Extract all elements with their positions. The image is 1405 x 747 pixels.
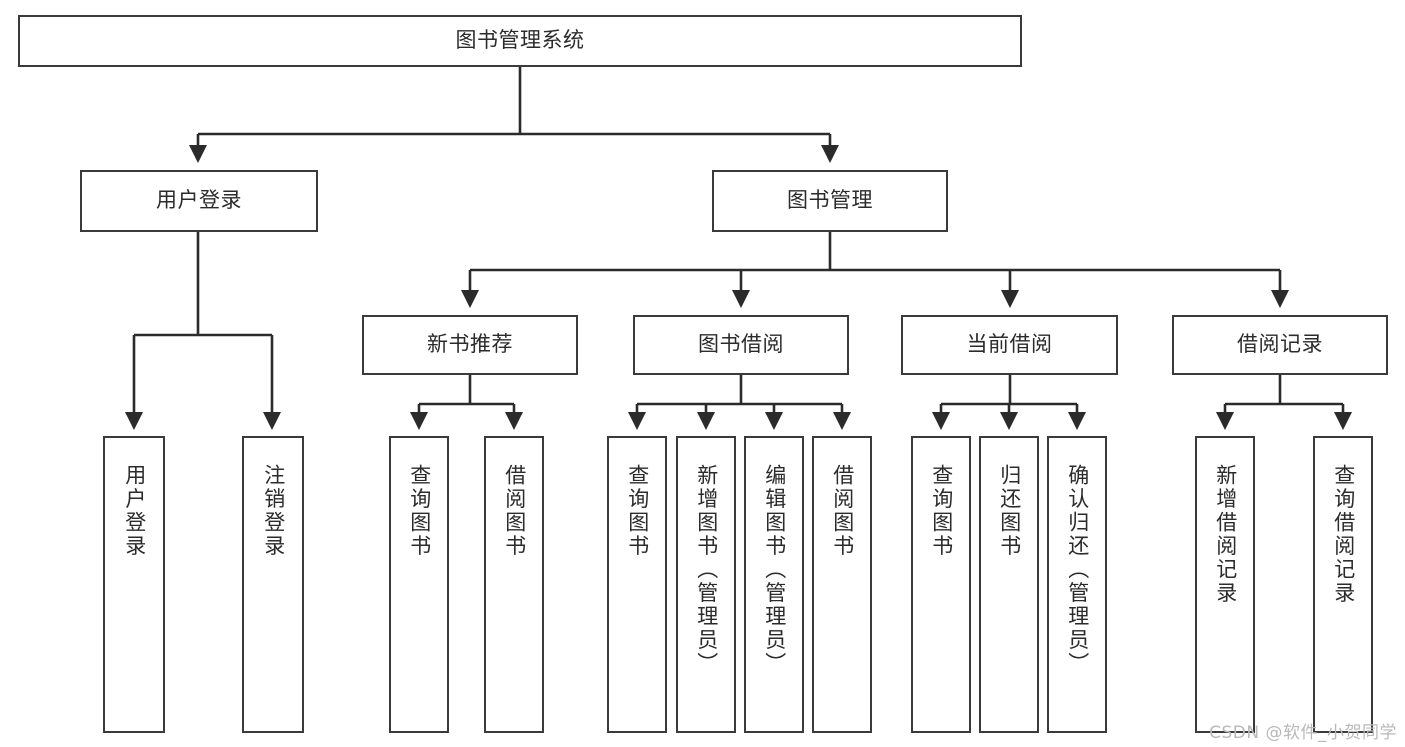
- leaf-user-logout[interactable]: 注销登录: [242, 436, 304, 733]
- leaf-borrow-edit-book-admin[interactable]: 编辑图书（管理员）: [744, 436, 804, 733]
- leaf-record-query-record[interactable]: 查询借阅记录: [1313, 436, 1373, 733]
- node-user-login[interactable]: 用户登录: [80, 170, 318, 232]
- node-label: 图书管理: [787, 188, 873, 213]
- node-new-book-recommend[interactable]: 新书推荐: [362, 315, 578, 375]
- leaf-current-query-book[interactable]: 查询图书: [911, 436, 971, 733]
- node-label: 查询图书: [929, 464, 954, 558]
- node-label: 归还图书: [997, 464, 1022, 558]
- node-label: 用户登录: [122, 464, 147, 558]
- leaf-borrow-query-book[interactable]: 查询图书: [607, 436, 667, 733]
- node-label: 借阅图书: [830, 464, 855, 558]
- leaf-user-login[interactable]: 用户登录: [103, 436, 165, 733]
- leaf-borrow-add-book-admin[interactable]: 新增图书（管理员）: [676, 436, 736, 733]
- node-label: 借阅记录: [1237, 332, 1323, 357]
- leaf-record-add-record[interactable]: 新增借阅记录: [1195, 436, 1255, 733]
- leaf-current-confirm-return-admin[interactable]: 确认归还（管理员）: [1047, 436, 1107, 733]
- node-label: 查询图书: [407, 464, 432, 558]
- node-label: 新书推荐: [427, 332, 513, 357]
- node-label: 用户登录: [156, 188, 242, 213]
- leaf-current-return-book[interactable]: 归还图书: [979, 436, 1039, 733]
- node-label: 编辑图书（管理员）: [762, 464, 787, 676]
- node-book-management[interactable]: 图书管理: [712, 170, 948, 232]
- node-borrow-record[interactable]: 借阅记录: [1172, 315, 1388, 375]
- node-label: 确认归还（管理员）: [1065, 464, 1090, 676]
- node-label: 注销登录: [261, 464, 286, 558]
- node-root-system[interactable]: 图书管理系统: [18, 15, 1022, 67]
- node-label: 借阅图书: [502, 464, 527, 558]
- node-label: 图书借阅: [698, 332, 784, 357]
- leaf-recommend-query-book[interactable]: 查询图书: [389, 436, 449, 733]
- node-label: 当前借阅: [966, 332, 1053, 357]
- node-label: 新增借阅记录: [1213, 464, 1238, 605]
- node-label: 查询图书: [625, 464, 650, 558]
- node-book-borrow[interactable]: 图书借阅: [633, 315, 849, 375]
- node-label: 查询借阅记录: [1331, 464, 1356, 605]
- node-current-borrow[interactable]: 当前借阅: [901, 315, 1118, 375]
- node-label: 图书管理系统: [455, 28, 585, 53]
- leaf-borrow-borrow-book[interactable]: 借阅图书: [812, 436, 872, 733]
- watermark-text: CSDN @软件_小贺同学: [1209, 723, 1397, 743]
- node-label: 新增图书（管理员）: [694, 464, 719, 676]
- leaf-recommend-borrow-book[interactable]: 借阅图书: [484, 436, 544, 733]
